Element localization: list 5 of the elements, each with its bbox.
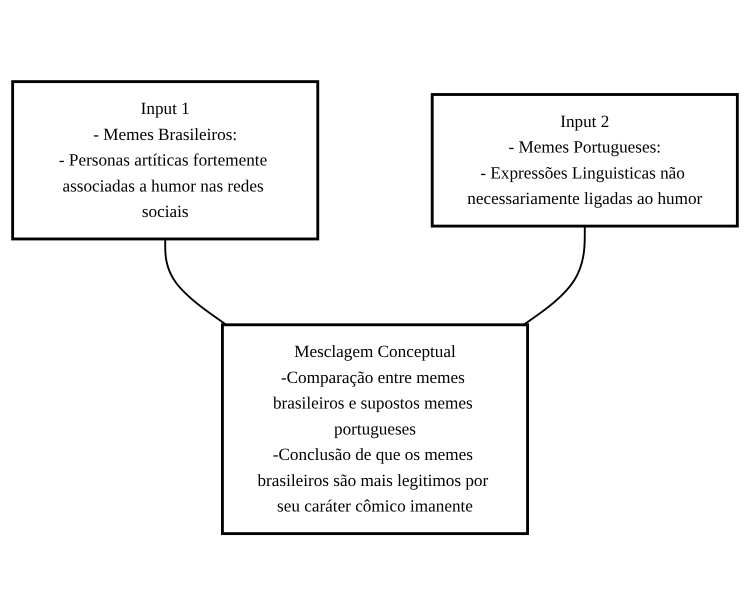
connector: [164, 238, 227, 326]
node-box: Mesclagem Conceptual -Comparação entre memes brasileiros e supostos memes portugueses -Conclusão de que os memes brasileiros são mais legitimos por seu caráter cômico imanente: [220, 323, 529, 535]
node-box: Input 1 - Memes Brasileiros: - Personas artíticas fortemente associadas a humor nas redes sociais: [11, 80, 320, 240]
connector: [523, 226, 586, 326]
node-box: Input 2 - Memes Portugueses: - Expressões Linguisticas não necessariamente ligadas ao humor: [430, 92, 739, 228]
